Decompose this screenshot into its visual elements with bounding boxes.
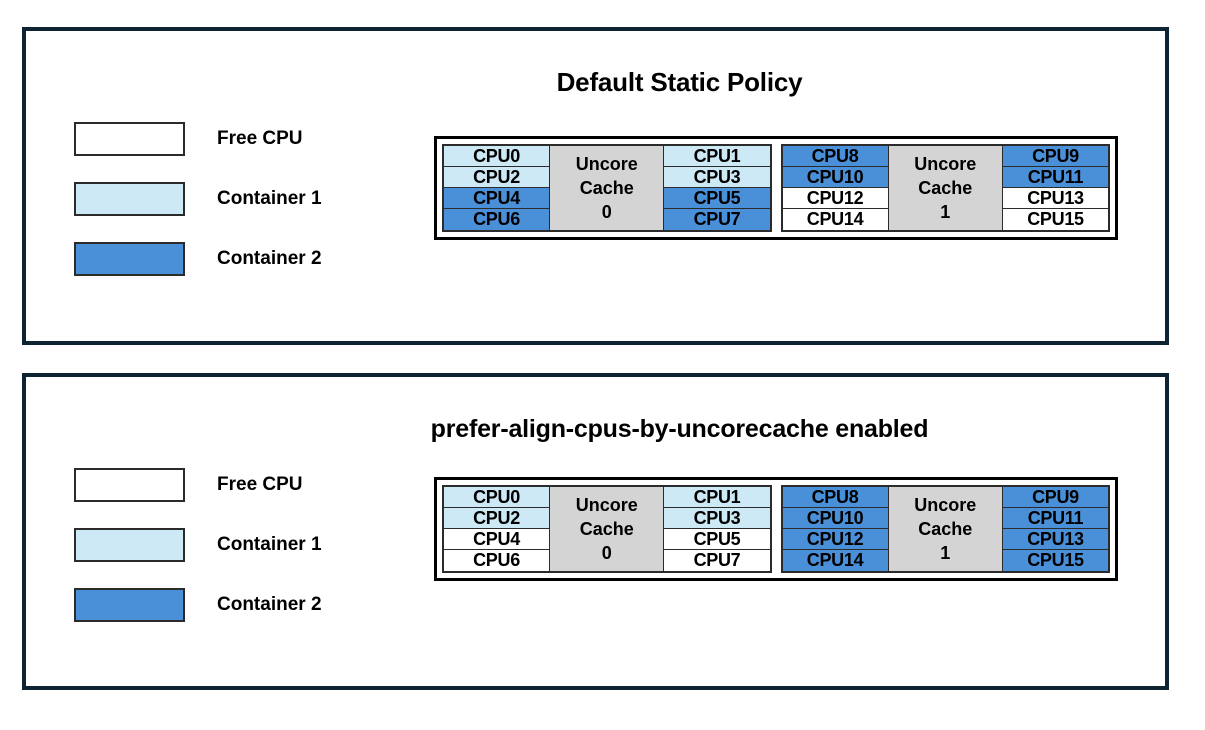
legend: Free CPU Container 1 Container 2: [74, 109, 322, 289]
cpu-column-left: CPU8 CPU10 CPU12 CPU14: [781, 486, 889, 572]
uncore-cache-index: 1: [940, 202, 951, 223]
cpu-cell: CPU14: [781, 549, 889, 572]
cpu-cell: CPU14: [781, 208, 889, 231]
cpu-column-left: CPU0 CPU2 CPU4 CPU6: [443, 145, 551, 231]
cpu-cell: CPU11: [1001, 166, 1109, 189]
legend-item-container-1: Container 1: [74, 169, 322, 229]
cpu-column-left: CPU0 CPU2 CPU4 CPU6: [443, 486, 551, 572]
cache-group-0: CPU0 CPU2 CPU4 CPU6 Uncore Cache 0 CPU1 …: [442, 485, 772, 573]
uncore-cache-index: 1: [940, 543, 951, 564]
uncore-cache-label: Uncore Cache 1: [887, 146, 1003, 230]
cache-group-1: CPU8 CPU10 CPU12 CPU14 Uncore Cache 1 CP…: [780, 485, 1110, 573]
cpu-cell: CPU8: [781, 145, 889, 168]
cpu-column-left: CPU8 CPU10 CPU12 CPU14: [781, 145, 889, 231]
page-title: Default Static Policy: [556, 67, 803, 97]
legend-label-free-cpu: Free CPU: [217, 474, 303, 495]
cache-group-1: CPU8 CPU10 CPU12 CPU14 Uncore Cache 1 CP…: [780, 144, 1110, 232]
cpu-cell: CPU10: [781, 507, 889, 530]
cpu-column-right: CPU1 CPU3 CPU5 CPU7: [663, 486, 771, 572]
cpu-cell: CPU6: [443, 549, 551, 572]
diagram-panel-prefer-align-enabled: prefer-align-cpus-by-uncorecache enabled…: [22, 373, 1169, 690]
cpu-cell: CPU6: [443, 208, 551, 231]
legend-item-container-2: Container 2: [74, 575, 322, 635]
cpu-cell: CPU1: [663, 486, 771, 509]
cpu-cell: CPU4: [443, 528, 551, 551]
cpu-topology-table: CPU0 CPU2 CPU4 CPU6 Uncore Cache 0 CPU1 …: [434, 136, 1118, 240]
cpu-cell: CPU2: [443, 166, 551, 189]
uncore-cache-line: Uncore: [575, 494, 638, 515]
cpu-cell: CPU8: [781, 486, 889, 509]
cpu-cell: CPU12: [781, 187, 889, 210]
diagram-panel-default-static-policy: Default Static Policy Free CPU Container…: [22, 27, 1169, 345]
cpu-cell: CPU15: [1001, 208, 1109, 231]
uncore-cache-line: Cache: [918, 177, 973, 198]
cpu-column-right: CPU9 CPU11 CPU13 CPU15: [1001, 486, 1109, 572]
uncore-cache-label: Uncore Cache 1: [887, 487, 1003, 571]
cpu-cell: CPU2: [443, 507, 551, 530]
cpu-cell: CPU0: [443, 486, 551, 509]
legend-item-container-2: Container 2: [74, 229, 322, 289]
uncore-cache-line: Cache: [579, 518, 634, 539]
legend-label-container-2: Container 2: [217, 594, 322, 615]
uncore-cache-index: 0: [601, 202, 612, 223]
legend-item-free-cpu: Free CPU: [74, 455, 322, 515]
legend: Free CPU Container 1 Container 2: [74, 455, 322, 635]
uncore-cache-line: Uncore: [575, 153, 638, 174]
legend-swatch-container-2: [74, 242, 185, 276]
cpu-cell: CPU3: [663, 507, 771, 530]
cpu-column-right: CPU1 CPU3 CPU5 CPU7: [663, 145, 771, 231]
uncore-cache-line: Uncore: [914, 153, 977, 174]
cpu-cell: CPU13: [1001, 187, 1109, 210]
cpu-cell: CPU1: [663, 145, 771, 168]
uncore-cache-label: Uncore Cache 0: [549, 487, 665, 571]
cpu-cell: CPU0: [443, 145, 551, 168]
cpu-cell: CPU12: [781, 528, 889, 551]
cpu-cell: CPU15: [1001, 549, 1109, 572]
uncore-cache-line: Cache: [918, 518, 973, 539]
legend-label-container-2: Container 2: [217, 248, 322, 269]
uncore-cache-label: Uncore Cache 0: [549, 146, 665, 230]
cpu-cell: CPU4: [443, 187, 551, 210]
legend-item-free-cpu: Free CPU: [74, 109, 322, 169]
legend-item-container-1: Container 1: [74, 515, 322, 575]
cpu-cell: CPU9: [1001, 145, 1109, 168]
uncore-cache-line: Cache: [579, 177, 634, 198]
legend-swatch-free-cpu: [74, 468, 185, 502]
cpu-cell: CPU13: [1001, 528, 1109, 551]
cpu-cell: CPU10: [781, 166, 889, 189]
cpu-cell: CPU7: [663, 208, 771, 231]
uncore-cache-index: 0: [601, 543, 612, 564]
cpu-column-right: CPU9 CPU11 CPU13 CPU15: [1001, 145, 1109, 231]
legend-swatch-free-cpu: [74, 122, 185, 156]
legend-label-container-1: Container 1: [217, 188, 322, 209]
cpu-cell: CPU5: [663, 187, 771, 210]
cache-group-0: CPU0 CPU2 CPU4 CPU6 Uncore Cache 0 CPU1 …: [442, 144, 772, 232]
legend-swatch-container-1: [74, 528, 185, 562]
legend-label-container-1: Container 1: [217, 534, 322, 555]
cpu-cell: CPU3: [663, 166, 771, 189]
legend-swatch-container-1: [74, 182, 185, 216]
cpu-cell: CPU7: [663, 549, 771, 572]
cpu-topology-table: CPU0 CPU2 CPU4 CPU6 Uncore Cache 0 CPU1 …: [434, 477, 1118, 581]
page-title: prefer-align-cpus-by-uncorecache enabled: [430, 415, 929, 443]
cpu-cell: CPU5: [663, 528, 771, 551]
cpu-cell: CPU9: [1001, 486, 1109, 509]
legend-label-free-cpu: Free CPU: [217, 128, 303, 149]
uncore-cache-line: Uncore: [914, 494, 977, 515]
legend-swatch-container-2: [74, 588, 185, 622]
cpu-cell: CPU11: [1001, 507, 1109, 530]
